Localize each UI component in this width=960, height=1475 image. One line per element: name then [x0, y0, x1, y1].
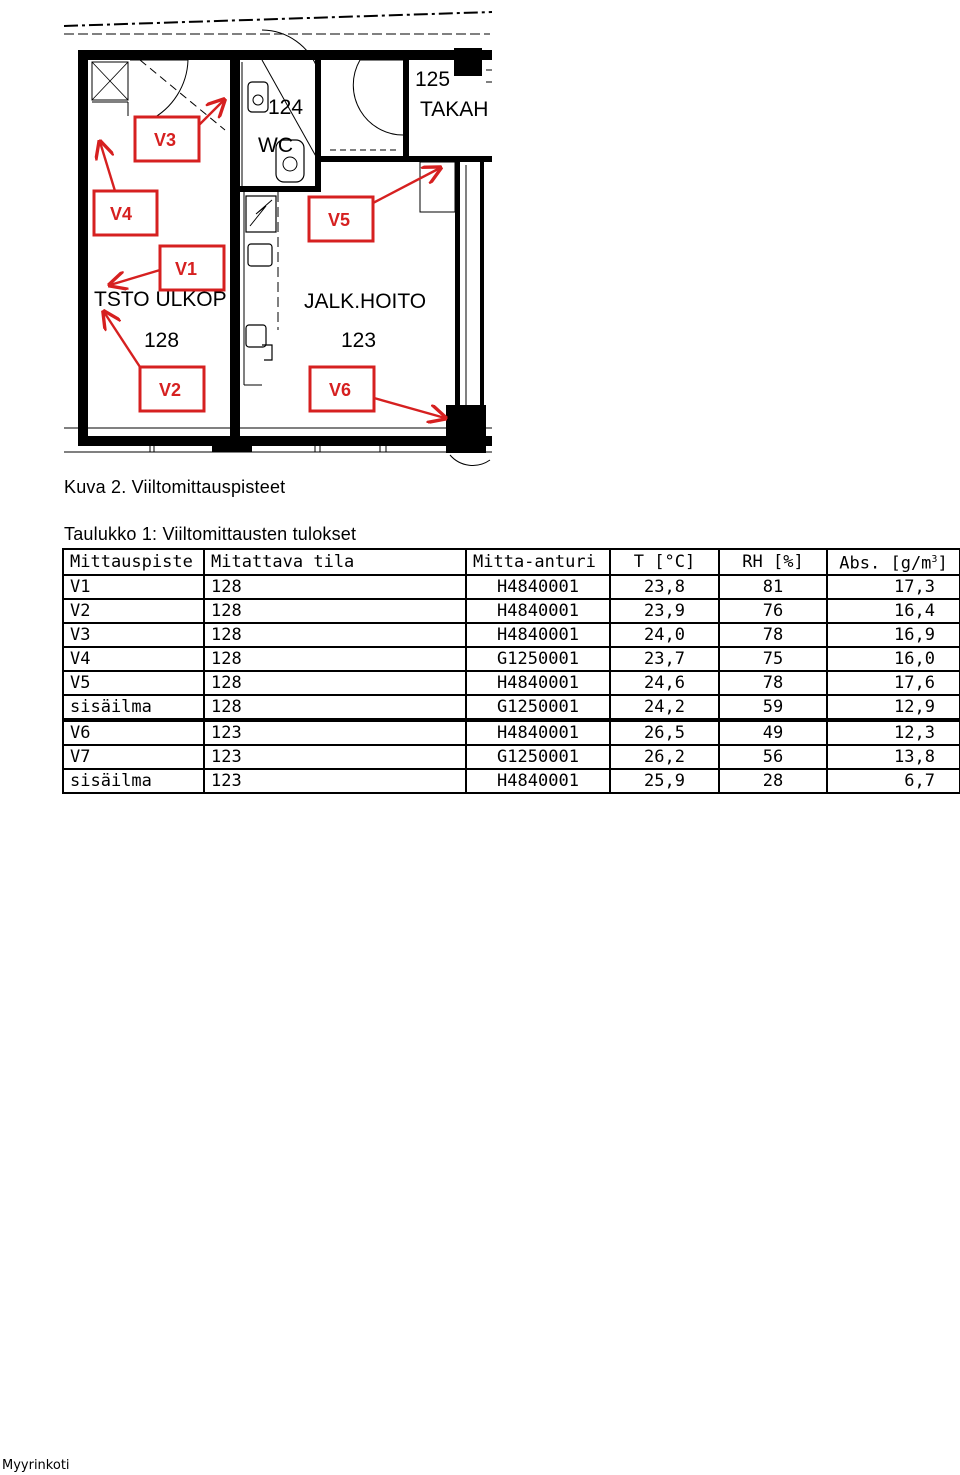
cell-room: 128	[203, 621, 467, 648]
svg-text:V6: V6	[329, 380, 351, 400]
cell-sensor: G1250001	[465, 743, 611, 770]
marker-v4: V4	[92, 189, 159, 237]
cell-sensor: H4840001	[465, 573, 611, 600]
header-sensor: Mitta-anturi	[465, 548, 611, 576]
figure-caption: Kuva 2. Viiltomittauspisteet	[64, 477, 286, 497]
cell-point: V7	[62, 743, 205, 770]
room-number-128: 128	[144, 329, 179, 352]
cell-abs: 16,0	[826, 645, 960, 672]
svg-text:V4: V4	[110, 204, 132, 224]
cell-temp: 26,2	[609, 743, 720, 770]
cell-sensor: H4840001	[465, 717, 611, 746]
marker-v3: V3	[133, 115, 201, 163]
cell-abs: 16,9	[826, 621, 960, 648]
cell-rh: 56	[718, 743, 828, 770]
cell-sensor: G1250001	[465, 645, 611, 672]
cell-room: 123	[203, 717, 467, 746]
room-name-123: JALK.HOITO	[304, 290, 426, 313]
cell-point: sisäilma	[62, 767, 205, 794]
cell-point: V3	[62, 621, 205, 648]
room-number-123: 123	[341, 329, 376, 352]
cell-temp: 26,5	[609, 717, 720, 746]
cell-rh: 28	[718, 767, 828, 794]
floor-plan-figure: 125 TAKAH 124 WC TSTO ULKOP 128 JALK.HOI…	[63, 11, 493, 466]
header-temp: T [°C]	[609, 548, 720, 576]
cell-temp: 24,6	[609, 669, 720, 696]
room-number-124: 124	[268, 96, 303, 119]
room-name-124: WC	[258, 134, 293, 157]
cell-point: V4	[62, 645, 205, 672]
cell-point: V1	[62, 573, 205, 600]
marker-v1: V1	[158, 244, 226, 292]
svg-text:V1: V1	[175, 259, 197, 279]
cell-room: 128	[203, 693, 467, 721]
cell-abs: 17,3	[826, 573, 960, 600]
cell-sensor: H4840001	[465, 597, 611, 624]
cell-room: 123	[203, 767, 467, 794]
cell-rh: 49	[718, 717, 828, 746]
header-point: Mittauspiste	[62, 548, 205, 576]
cell-rh: 81	[718, 573, 828, 600]
results-table: Mittauspiste Mitattava tila Mitta-anturi…	[62, 548, 960, 794]
cell-sensor: G1250001	[465, 693, 611, 721]
cell-abs: 17,6	[826, 669, 960, 696]
svg-text:V2: V2	[159, 380, 181, 400]
table-caption: Taulukko 1: Viiltomittausten tulokset	[64, 524, 357, 544]
cell-rh: 75	[718, 645, 828, 672]
svg-text:V5: V5	[328, 210, 350, 230]
cell-rh: 76	[718, 597, 828, 624]
marker-v6: V6	[308, 365, 376, 413]
cell-abs: 6,7	[826, 767, 960, 794]
room-name-125: TAKAH	[420, 98, 488, 121]
header-abs: Abs. [g/m3]	[826, 548, 960, 576]
cell-rh: 78	[718, 669, 828, 696]
cell-room: 128	[203, 573, 467, 600]
cell-point: V6	[62, 717, 205, 746]
cell-temp: 23,7	[609, 645, 720, 672]
cell-temp: 24,0	[609, 621, 720, 648]
cell-temp: 23,9	[609, 597, 720, 624]
cell-room: 128	[203, 669, 467, 696]
cell-room: 128	[203, 645, 467, 672]
cell-room: 128	[203, 597, 467, 624]
marker-arrows	[100, 100, 445, 418]
header-room: Mitattava tila	[203, 548, 467, 576]
cell-sensor: H4840001	[465, 767, 611, 794]
cell-abs: 12,9	[826, 693, 960, 721]
footer-text: Myyrinkoti	[2, 1458, 70, 1473]
cell-abs: 16,4	[826, 597, 960, 624]
marker-v5: V5	[307, 195, 375, 243]
cell-temp: 23,8	[609, 573, 720, 600]
cell-temp: 24,2	[609, 693, 720, 721]
cell-abs: 12,3	[826, 717, 960, 746]
cell-point: V5	[62, 669, 205, 696]
cell-rh: 78	[718, 621, 828, 648]
cell-room: 123	[203, 743, 467, 770]
cell-abs: 13,8	[826, 743, 960, 770]
cell-temp: 25,9	[609, 767, 720, 794]
header-rh: RH [%]	[718, 548, 828, 576]
room-name-128: TSTO ULKOP	[94, 288, 227, 311]
cell-point: sisäilma	[62, 693, 205, 721]
marker-v2: V2	[138, 365, 206, 413]
cell-sensor: H4840001	[465, 669, 611, 696]
cell-rh: 59	[718, 693, 828, 721]
svg-text:V3: V3	[154, 130, 176, 150]
cell-sensor: H4840001	[465, 621, 611, 648]
table-header-row: Mittauspiste Mitattava tila Mitta-anturi…	[62, 548, 960, 576]
cell-point: V2	[62, 597, 205, 624]
room-number-125: 125	[415, 68, 450, 91]
